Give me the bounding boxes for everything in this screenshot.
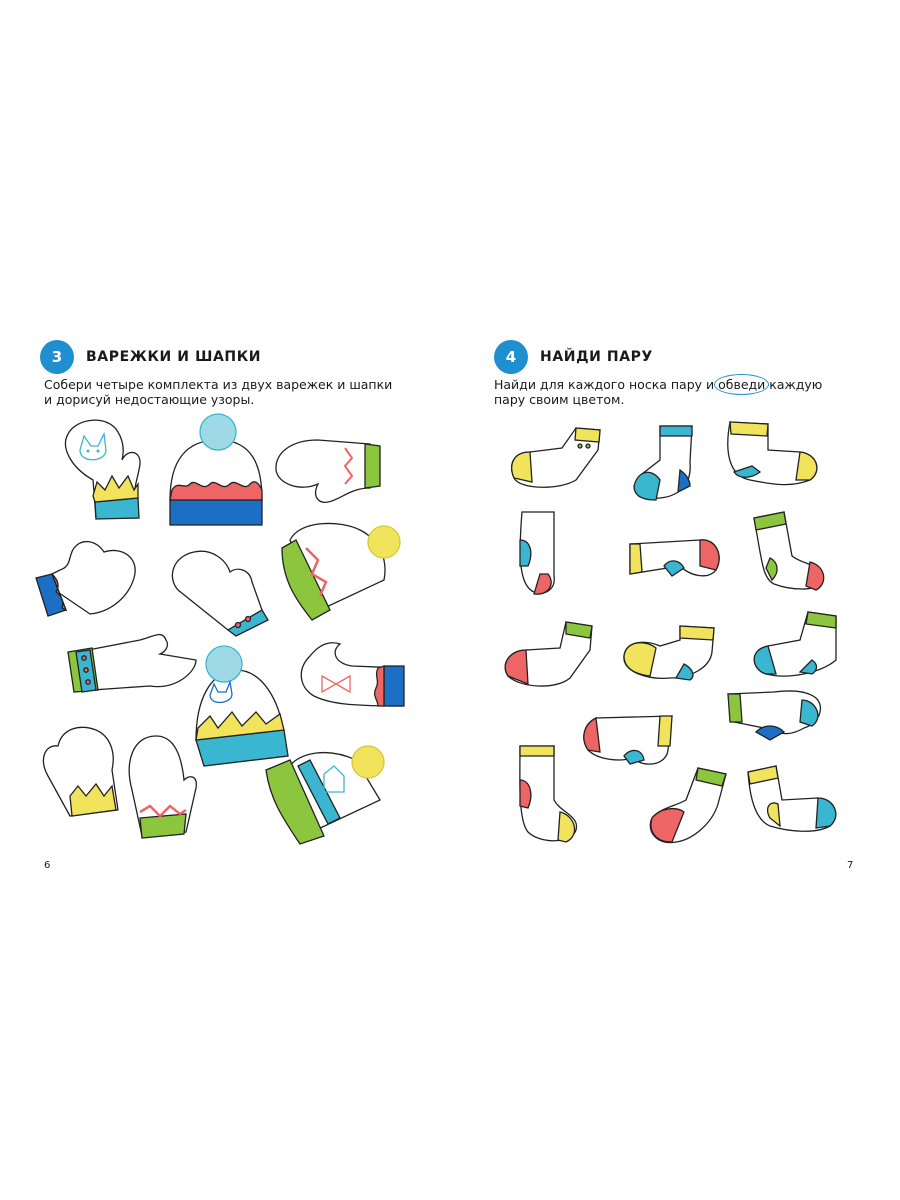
mitten-icon [300, 642, 405, 707]
mitten-icon [42, 726, 119, 817]
page-number: 6 [44, 860, 51, 871]
mitten-icon [35, 541, 136, 617]
sock-icon [629, 539, 720, 577]
task-title: НАЙДИ ПАРУ [540, 349, 653, 365]
task-header-4: 4 НАЙДИ ПАРУ [494, 340, 653, 374]
socks-illustration [504, 421, 837, 844]
instruction-ringed-word: обведи [714, 374, 770, 395]
task-title: ВАРЕЖКИ И ШАПКИ [86, 349, 262, 365]
task-number-badge: 4 [494, 340, 528, 374]
page-number: 7 [847, 860, 854, 871]
task-number-badge: 3 [40, 340, 74, 374]
sock-icon [504, 621, 593, 687]
left-page: 3 ВАРЕЖКИ И ШАПКИ Собери четыре комплект… [35, 340, 405, 871]
sock-icon [519, 511, 555, 595]
right-page: 4 НАЙДИ ПАРУ Найди для каждого носка пар… [450, 0, 900, 1200]
sock-icon [649, 767, 727, 844]
task-instruction: Собери четыре комплекта из двух варежек … [44, 377, 393, 407]
knit-hat-icon [195, 645, 289, 767]
sock-icon [727, 690, 821, 741]
sock-icon [511, 427, 601, 488]
sock-icon [747, 765, 837, 832]
sock-icon [753, 611, 837, 677]
mittens-hats-illustration [35, 413, 405, 845]
task-instruction: Найди для каждого носка пару и обведи ка… [494, 374, 854, 407]
knit-hat-icon [265, 745, 385, 845]
sock-icon [623, 625, 715, 681]
sock-icon [519, 745, 578, 843]
sock-icon [583, 715, 673, 765]
knit-hat-icon [281, 522, 401, 621]
mitten-icon [67, 633, 197, 693]
task-header-3: 3 ВАРЕЖКИ И ШАПКИ [40, 340, 261, 374]
mitten-icon [128, 735, 197, 839]
mitten-icon [275, 439, 381, 503]
instruction-text-after: каждую пару своим цветом. [494, 377, 823, 407]
knit-hat-icon [169, 413, 263, 526]
mitten-icon [171, 550, 269, 637]
sock-icon [633, 425, 693, 501]
instruction-text-before: Найди для каждого носка пару и [494, 377, 719, 392]
sock-icon [753, 511, 825, 591]
sock-icon [727, 421, 818, 486]
mitten-icon [64, 419, 141, 520]
